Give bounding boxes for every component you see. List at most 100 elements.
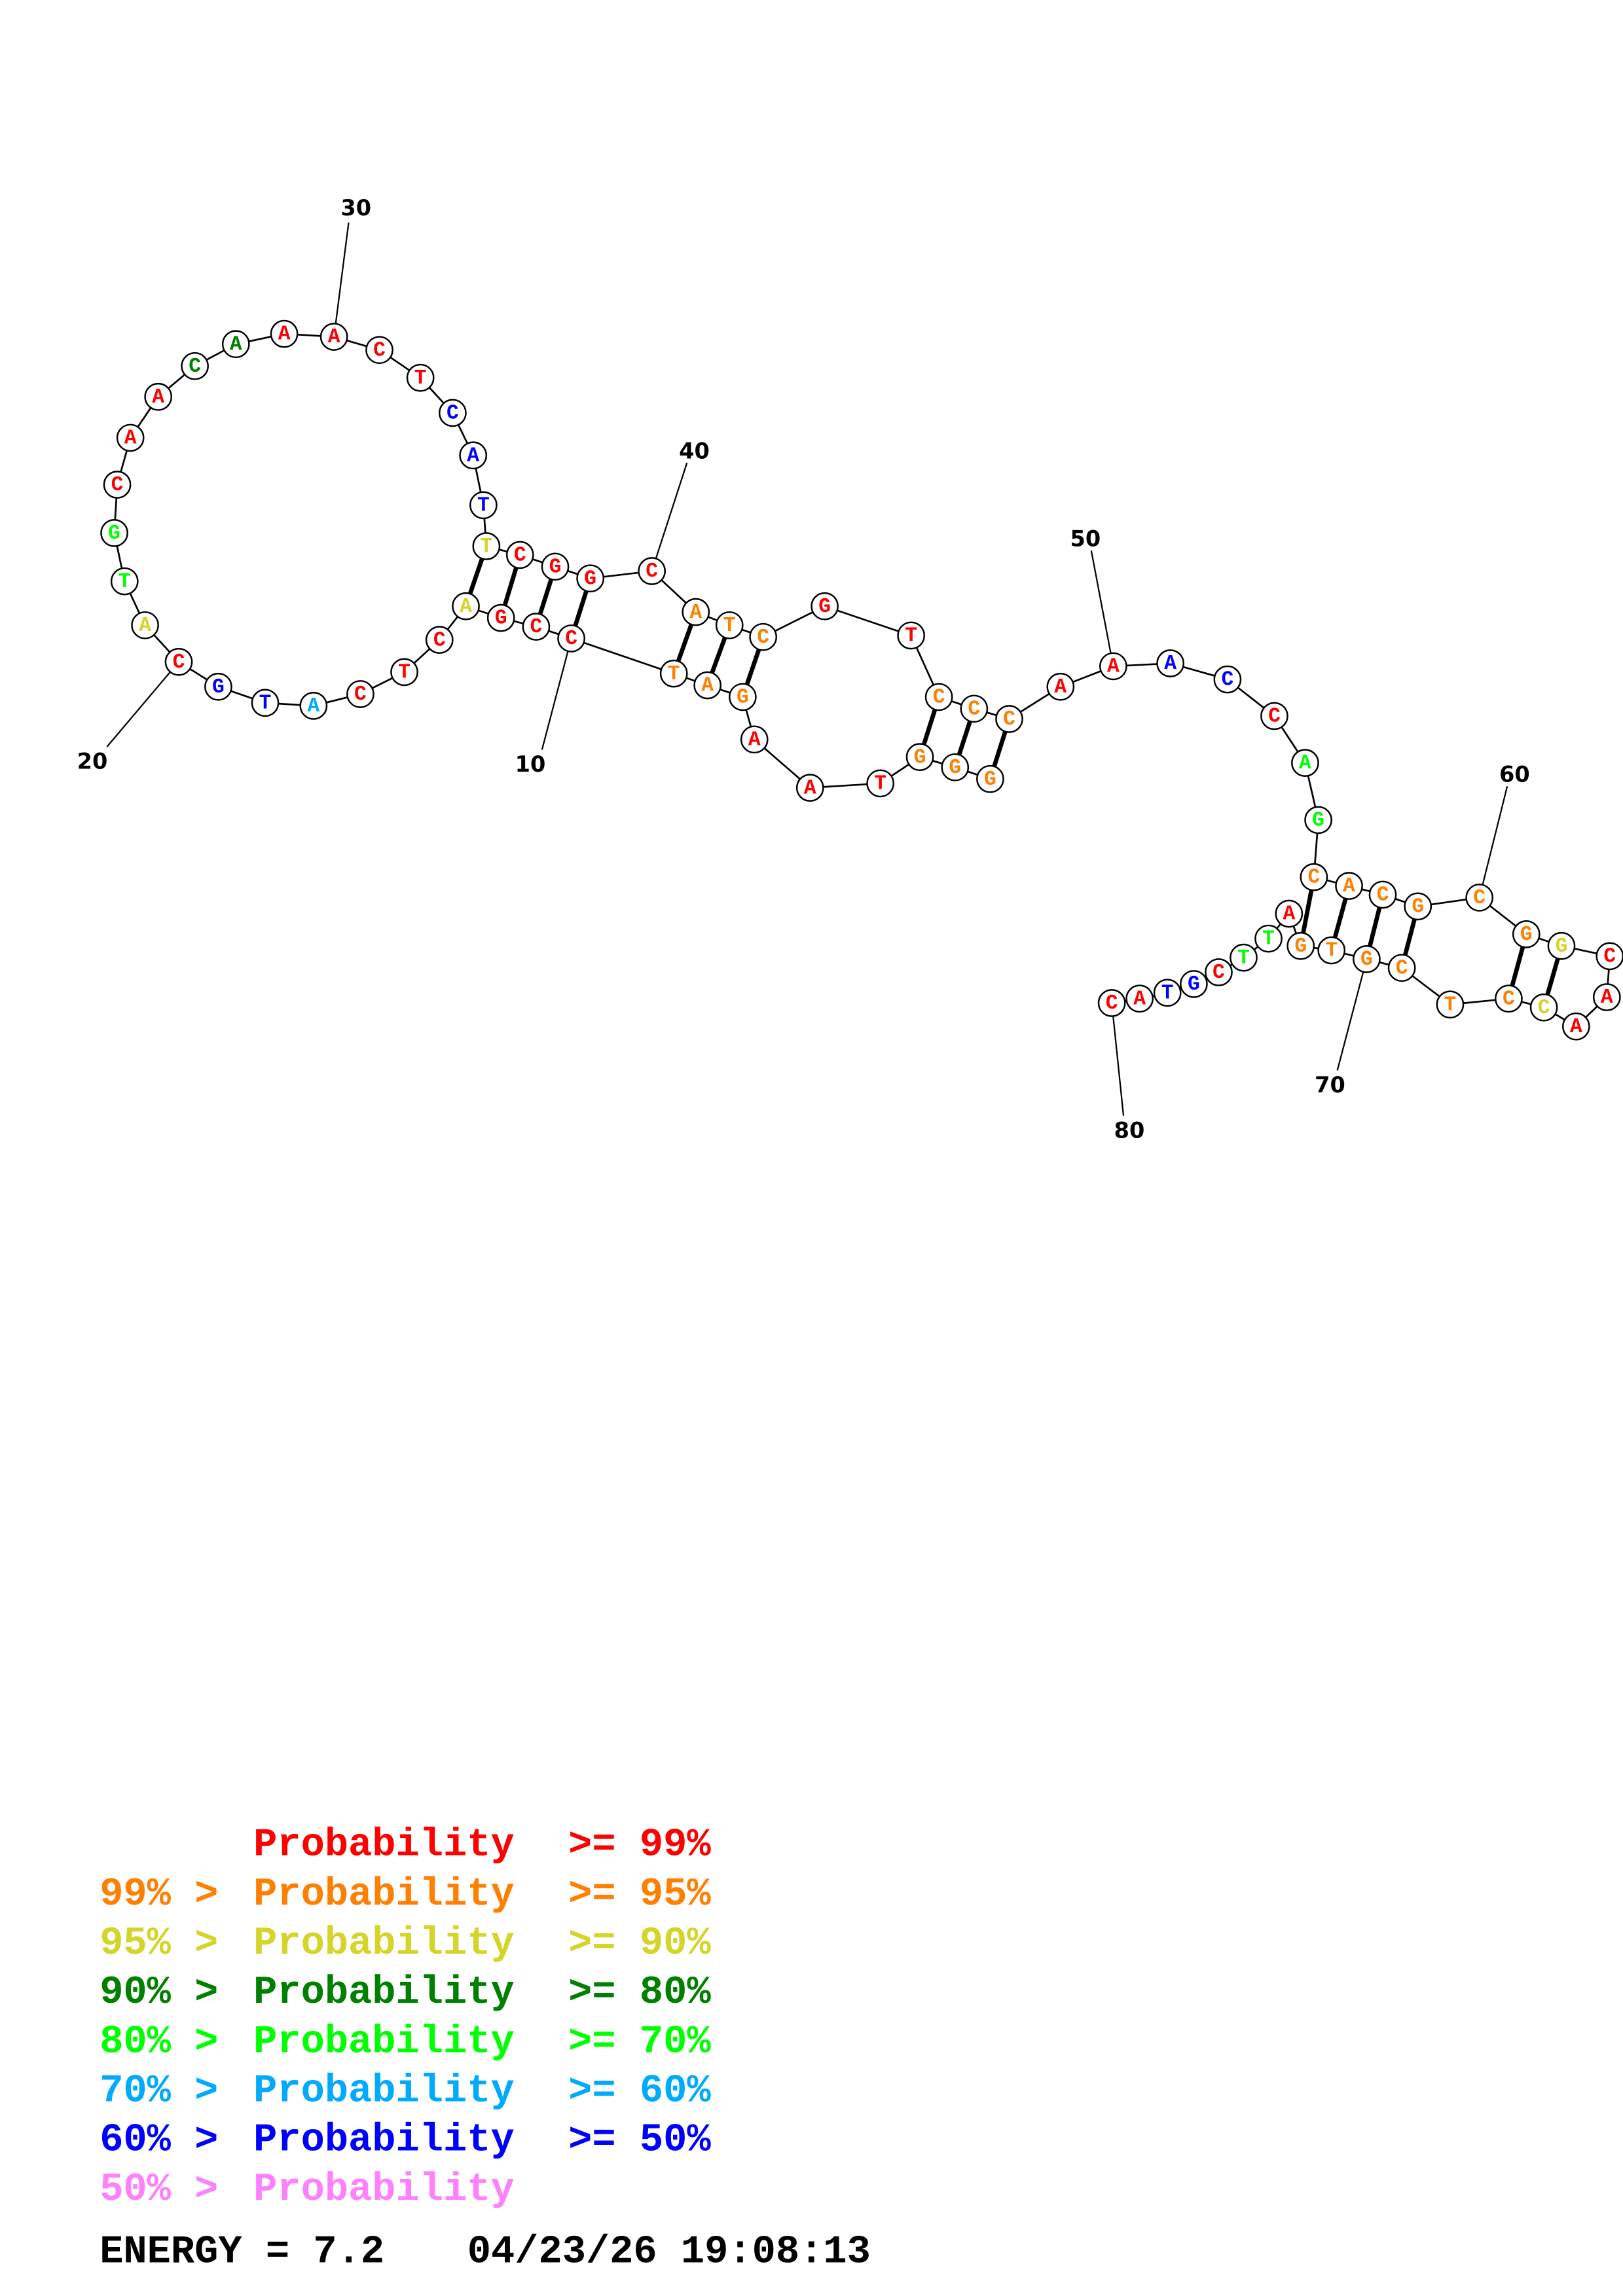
- backbone: [113, 332, 1611, 1028]
- nucleotide-base: T: [1237, 947, 1250, 970]
- nucleotide-78: T: [1153, 978, 1182, 1007]
- nucleotide-base: G: [1312, 809, 1324, 832]
- nucleotide-base: G: [914, 746, 926, 769]
- nucleotide-54: A: [1291, 749, 1319, 777]
- nucleotide-50: A: [1099, 652, 1127, 681]
- nucleotide-circle: [1205, 958, 1233, 986]
- nucleotide-53: C: [1260, 702, 1288, 730]
- tick-label: 80: [1114, 1117, 1145, 1143]
- nucleotide-32: T: [406, 363, 435, 392]
- nucleotide-base: C: [1268, 706, 1281, 728]
- nucleotide-base: C: [1307, 867, 1320, 889]
- legend-suffix: >= 70%: [568, 2020, 711, 2064]
- nucleotide-base: C: [1503, 988, 1515, 1011]
- nucleotide-circle: [1547, 931, 1576, 960]
- tick-label: 40: [679, 438, 710, 463]
- nucleotide-base: G: [584, 567, 596, 590]
- nucleotide-29: A: [270, 319, 299, 348]
- nucleotide-circle: [995, 705, 1023, 733]
- nucleotide-circle: [346, 680, 374, 708]
- nucleotide-38: G: [541, 552, 570, 581]
- nucleotide-68: T: [1436, 990, 1465, 1019]
- nucleotide-27: C: [181, 351, 209, 380]
- nucleotide-base: A: [748, 728, 761, 751]
- nucleotide-base: C: [1213, 961, 1225, 984]
- nucleotide-circle: [459, 441, 488, 470]
- nucleotide-base: A: [328, 326, 340, 349]
- legend-suffix: >= 99%: [568, 1823, 711, 1868]
- nucleotide-31: C: [365, 336, 393, 365]
- nucleotide-circle: [1353, 945, 1381, 973]
- nucleotide-15: T: [390, 658, 418, 687]
- legend-suffix: >= 50%: [568, 2119, 711, 2163]
- nucleotide-base: C: [354, 683, 367, 706]
- nucleotide-circle: [1097, 989, 1126, 1017]
- nucleotide-circle: [749, 622, 778, 651]
- nucleotide-base: C: [565, 628, 577, 651]
- nucleotide-circle: [941, 753, 970, 781]
- nucleotide-59: G: [1404, 892, 1432, 921]
- nucleotide-circle: [469, 491, 498, 520]
- nucleotide-circle: [505, 541, 534, 569]
- nucleotide-76: C: [1205, 958, 1233, 986]
- nucleotide-base: C: [1106, 992, 1118, 1015]
- tick-label: 10: [515, 751, 546, 777]
- nucleotide-base: T: [723, 615, 736, 637]
- legend-row: 99% >Probability>= 95%: [100, 1873, 711, 1917]
- nucleotide-40: C: [638, 557, 666, 585]
- nucleotide-circle: [1368, 880, 1397, 909]
- nucleotide-base: C: [447, 403, 459, 425]
- nucleotide-circle: [1099, 652, 1127, 681]
- nucleotide-base: T: [1325, 940, 1338, 963]
- nucleotide-base: T: [414, 367, 427, 390]
- nucleotide-5: A: [795, 774, 824, 802]
- nucleotide-circle: [452, 592, 480, 620]
- nucleotide-circle: [1254, 924, 1283, 953]
- nucleotide-71: T: [1317, 936, 1346, 965]
- nucleotide-circle: [365, 336, 393, 365]
- nucleotide-55: G: [1304, 806, 1332, 834]
- nucleotide-77: G: [1180, 970, 1208, 998]
- tick-label: 70: [1315, 1072, 1345, 1098]
- nucleotide-61: G: [1512, 920, 1541, 948]
- nucleotide-67: C: [1495, 984, 1523, 1013]
- nucleotide-34: A: [459, 441, 488, 470]
- nucleotide-circle: [1125, 984, 1154, 1013]
- nucleotide-base: C: [373, 339, 386, 362]
- nucleotide-base: C: [189, 355, 201, 378]
- nucleotide-base: A: [1570, 1016, 1582, 1039]
- nucleotide-circle: [181, 351, 209, 380]
- nucleotide-base: G: [984, 768, 996, 791]
- nucleotide-circle: [319, 323, 348, 351]
- nucleotide-circle: [522, 613, 551, 641]
- probability-legend: Probability >= 99% 99% >Probability>= 95% 9…: [100, 1823, 711, 2212]
- nucleotide-circle: [1275, 899, 1304, 928]
- legend-row: 70% >Probability>= 60%: [100, 2069, 711, 2113]
- nucleotide-18: T: [251, 689, 280, 717]
- nucleotide-base: A: [1164, 653, 1176, 675]
- nucleotide-circle: [576, 564, 605, 593]
- nucleotide-circle: [1153, 978, 1182, 1007]
- nucleotide-base: A: [804, 777, 816, 800]
- tick-label: 50: [1070, 526, 1101, 551]
- nucleotide-circle: [1561, 1012, 1590, 1041]
- nucleotide-circle: [682, 598, 710, 626]
- nucleotide-79: A: [1125, 984, 1154, 1013]
- nucleotide-circle: [103, 471, 132, 499]
- nucleotide-base: A: [1107, 656, 1120, 679]
- tick-line: [1336, 959, 1368, 1071]
- nucleotide-circle: [976, 764, 1004, 793]
- nucleotide-base: T: [477, 494, 490, 517]
- legend-row: 90% >Probability>= 80%: [100, 1971, 711, 2015]
- nucleotide-circle: [1046, 672, 1075, 701]
- nucleotide-base: G: [1360, 948, 1373, 971]
- nucleotide-9: T: [659, 659, 688, 688]
- nucleotide-21: A: [131, 611, 159, 639]
- nucleotide-7: G: [728, 683, 757, 711]
- nucleotide-circle: [740, 725, 769, 754]
- nucleotide-circle: [486, 603, 515, 632]
- nucleotide-base: G: [1294, 935, 1307, 958]
- nucleotide-70: G: [1353, 945, 1381, 973]
- legend-label: Probability: [253, 2069, 515, 2113]
